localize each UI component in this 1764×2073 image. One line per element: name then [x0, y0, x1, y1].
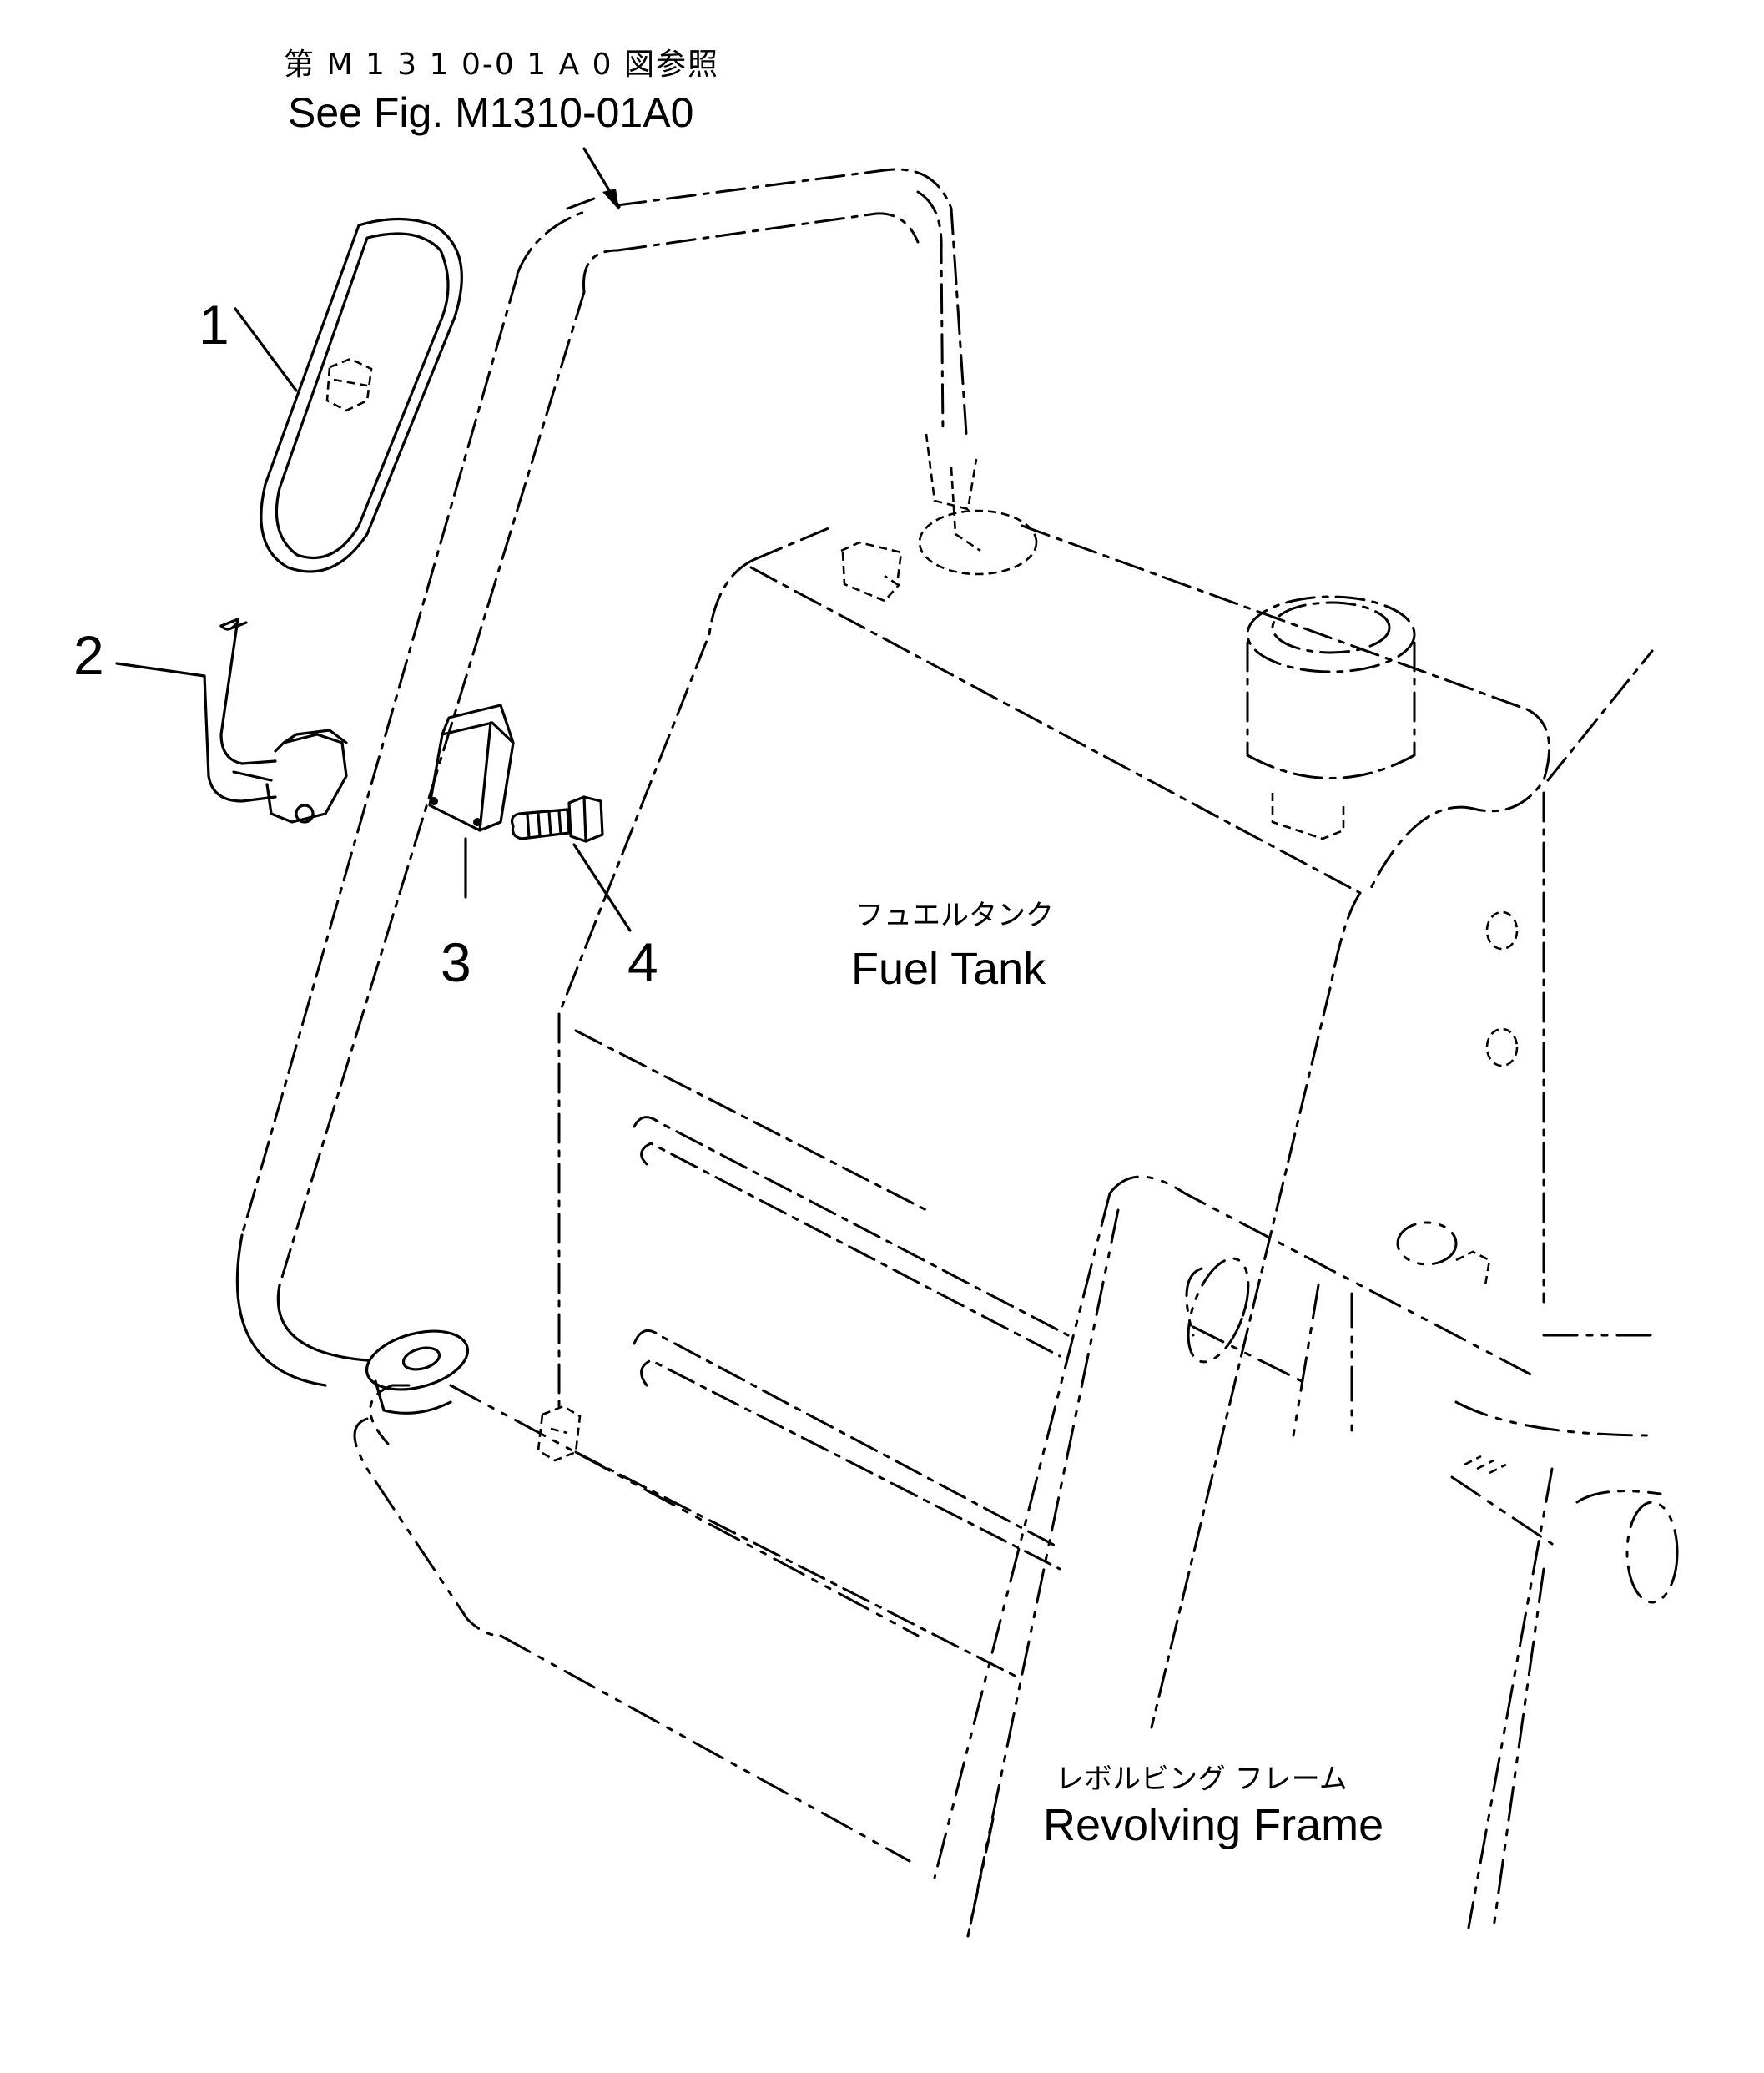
- leader-lines: [115, 147, 632, 932]
- part-3-block: [428, 704, 515, 832]
- revolving-frame-label-en: Revolving Frame: [1043, 1800, 1384, 1850]
- filler-cap: [1246, 595, 1416, 840]
- callout-2: 2: [73, 624, 104, 686]
- part-4-bolt: [510, 795, 604, 843]
- fuel-tank-label-en: Fuel Tank: [851, 944, 1046, 994]
- callout-3: 3: [441, 931, 471, 993]
- reference-note-en: See Fig. M1310-01A0: [288, 89, 694, 136]
- part-2-clamp: [203, 618, 348, 824]
- fuel-tank: [537, 524, 1654, 1729]
- fuel-tank-label-jp: フュエルタンク: [855, 899, 1054, 932]
- callout-4: 4: [627, 931, 658, 993]
- callout-1: 1: [199, 294, 229, 356]
- reference-note-jp: 第 M 1 3 1 0-0 1 A 0 図参照: [284, 48, 719, 82]
- part-1-ring: [260, 217, 463, 573]
- revolving-frame: [353, 1175, 1679, 1938]
- pipe-fitting: [840, 433, 1038, 603]
- revolving-frame-label-jp-visible: レボルビング フレーム: [1056, 1763, 1348, 1796]
